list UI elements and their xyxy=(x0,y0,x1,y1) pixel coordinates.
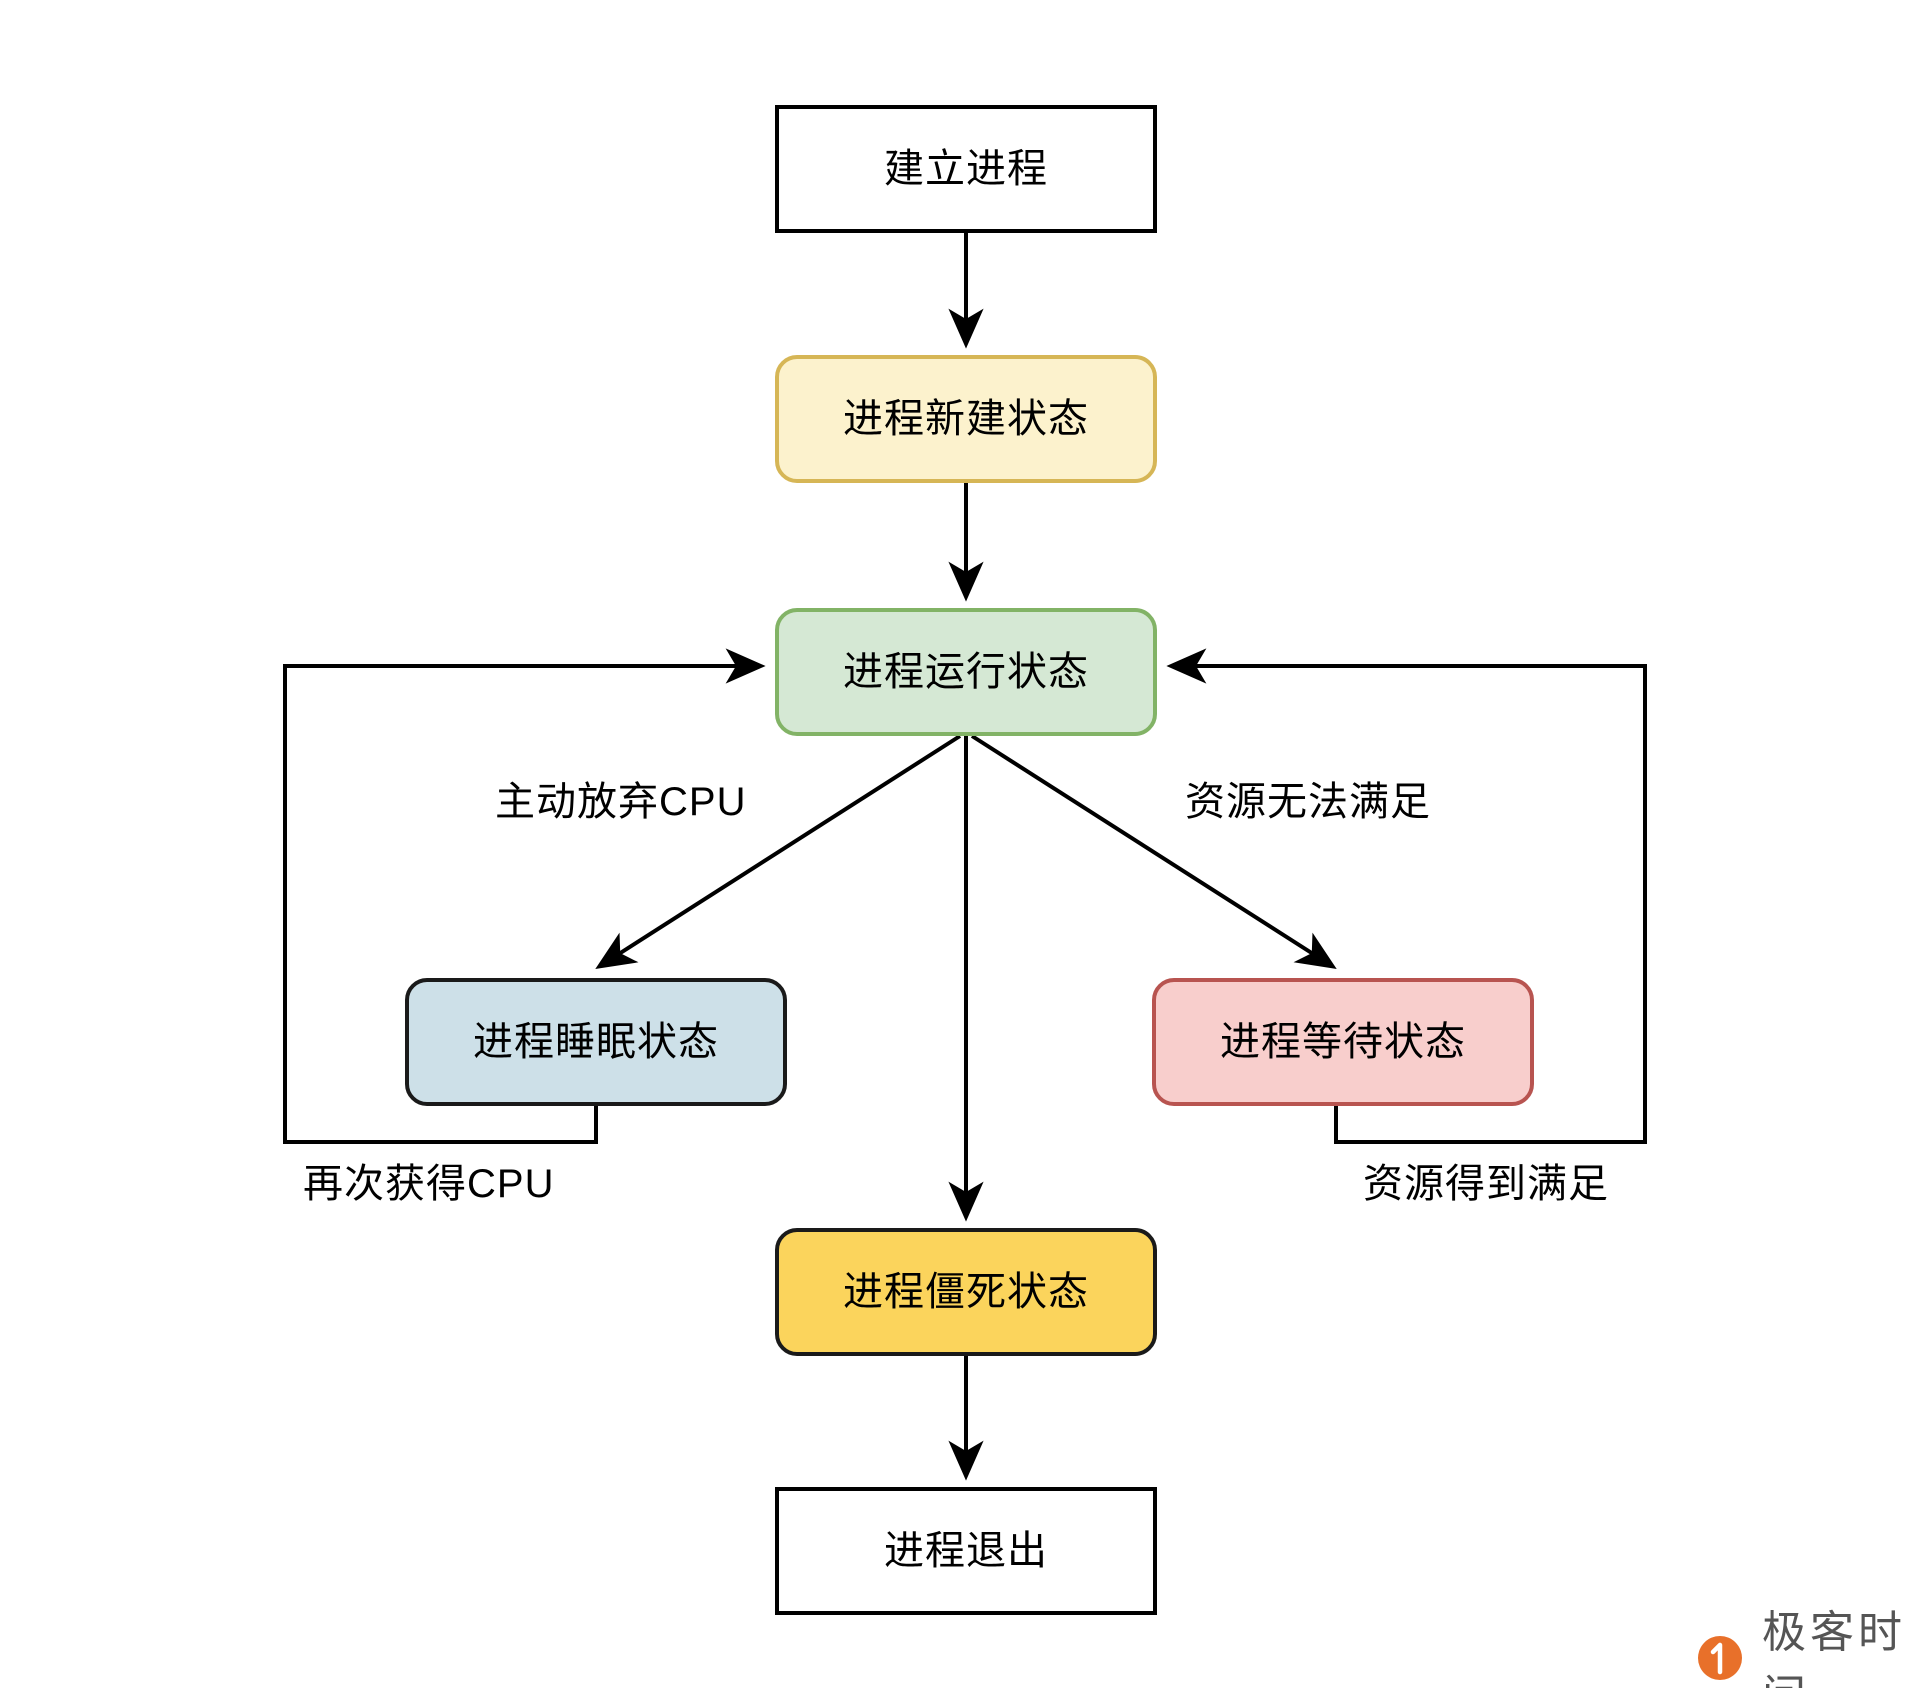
node-process-sleeping-state[interactable]: 进程睡眠状态 xyxy=(405,978,787,1106)
connector-sleeping-to-running xyxy=(283,648,766,1144)
node-create-process[interactable]: 建立进程 xyxy=(775,105,1157,233)
node-label: 进程退出 xyxy=(884,1529,1048,1573)
edge-label-yield-cpu: 主动放弃CPU xyxy=(495,780,747,824)
watermark-geektime: 极客时间 xyxy=(1692,1596,1920,1688)
node-process-running-state[interactable]: 进程运行状态 xyxy=(775,608,1157,736)
node-label: 进程运行状态 xyxy=(843,650,1089,694)
node-process-new-state[interactable]: 进程新建状态 xyxy=(775,355,1157,483)
node-label: 进程新建状态 xyxy=(843,397,1089,441)
edge-label-regain-cpu: 再次获得CPU xyxy=(303,1162,555,1206)
node-label: 进程僵死状态 xyxy=(843,1270,1089,1314)
edge-label-resource-unmet: 资源无法满足 xyxy=(1185,780,1431,824)
node-label: 进程睡眠状态 xyxy=(473,1020,719,1064)
node-process-exit[interactable]: 进程退出 xyxy=(775,1487,1157,1615)
node-process-waiting-state[interactable]: 进程等待状态 xyxy=(1152,978,1534,1106)
connector-running-to-waiting xyxy=(970,734,1337,970)
geektime-logo-icon xyxy=(1692,1632,1748,1688)
connector-waiting-to-running xyxy=(1166,648,1647,1144)
connector-running-to-sleeping xyxy=(595,734,962,970)
node-label: 进程等待状态 xyxy=(1220,1020,1466,1064)
edge-label-resource-met: 资源得到满足 xyxy=(1363,1162,1609,1206)
node-process-zombie-state[interactable]: 进程僵死状态 xyxy=(775,1228,1157,1356)
watermark-brand-text: 极客时间 xyxy=(1762,1608,1906,1688)
node-label: 建立进程 xyxy=(884,147,1048,191)
